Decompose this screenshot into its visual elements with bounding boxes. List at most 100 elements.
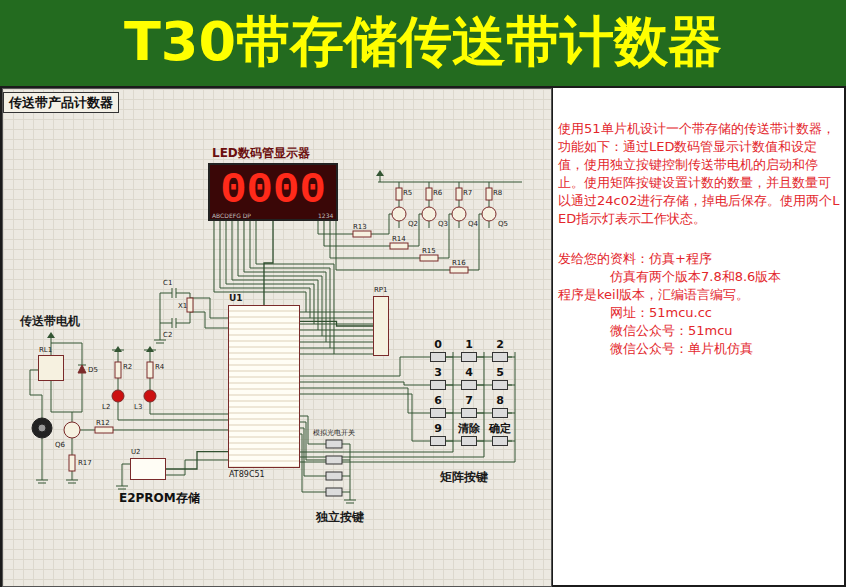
part-label: Q3 [438, 220, 448, 228]
schematic-part [399, 182, 489, 188]
diode-and-leds [78, 365, 156, 402]
schematic-part [378, 174, 522, 182]
schematic-part [426, 188, 432, 200]
part-label: Q2 [408, 220, 418, 228]
schematic-part [147, 362, 153, 378]
part-label: C2 [163, 331, 172, 339]
resistor-symbols [69, 188, 492, 471]
part-label: D5 [88, 366, 98, 374]
schematic-part [326, 488, 342, 496]
description-text: 微信公众号：51mcu [558, 322, 840, 340]
key-button [492, 436, 508, 446]
schematic-part [38, 424, 46, 432]
description-text: 网址：51mcu.cc [558, 304, 840, 322]
eeprom-chip: U2E2PROM存储 [130, 458, 166, 480]
matrix-key: 1 [456, 338, 482, 364]
part-label: Q4 [468, 220, 478, 228]
schematic-part [300, 357, 512, 376]
schematic-part [112, 350, 156, 390]
wire-connector [264, 221, 273, 305]
description-text: 使用51单片机设计一个带存储的传送带计数器，功能如下：通过LED数码管显示计数值… [558, 120, 840, 228]
chip-ref: U1 [229, 293, 243, 304]
part-label: R6 [433, 189, 442, 197]
panel-title: 传送带产品计数器 [9, 94, 113, 111]
key-label: 清除 [456, 422, 482, 435]
schematic-part [420, 255, 438, 261]
schematic-part [326, 472, 342, 480]
schematic-part [47, 332, 55, 338]
pin-label: ABCDEFG DP [212, 212, 251, 219]
part-label: C1 [163, 279, 172, 287]
schematic-part [112, 390, 124, 402]
part-label: R7 [463, 189, 472, 197]
schematic-part [300, 394, 512, 441]
key-button [461, 408, 477, 418]
matrix-key: 7 [456, 394, 482, 420]
wire-connector [166, 452, 228, 469]
part-label: X1 [178, 302, 187, 310]
pin-label: 1234 [318, 212, 333, 219]
schematic-part [399, 221, 489, 228]
part-label: Q6 [55, 441, 65, 449]
schematic-part [390, 243, 408, 249]
matrix-key: 3 [425, 366, 451, 392]
schematic-part [69, 455, 75, 471]
page-title: T30带存储传送带计数器 [0, 9, 846, 75]
key-button [492, 352, 508, 362]
description-text: 程序是keil版本，汇编语言编写。 [558, 286, 840, 304]
schematic-part [187, 298, 193, 312]
schematic-part [486, 188, 492, 200]
part-ref: RL1 [39, 346, 52, 354]
schematic-part [326, 456, 342, 464]
schematic-part [146, 346, 154, 352]
key-label: 2 [487, 338, 513, 351]
motor-symbol [32, 418, 52, 438]
schematic-part [399, 200, 489, 207]
schematic-part [78, 365, 86, 373]
schematic-part [452, 207, 466, 221]
schematic-part [144, 390, 156, 402]
schematic-part [482, 207, 496, 221]
schematic-part [300, 416, 326, 492]
matrix-key: 0 [425, 338, 451, 364]
schematic-part [326, 440, 342, 448]
schematic-part [300, 388, 512, 413]
resistor-pack: RP1 [373, 296, 389, 356]
key-label: 1 [456, 338, 482, 351]
schematic-part [95, 427, 113, 433]
key-label: 9 [425, 422, 451, 435]
matrix-key: 9 [425, 422, 451, 448]
part-label: L3 [134, 403, 142, 411]
chip-type: AT89C51 [229, 470, 265, 480]
key-label: 8 [487, 394, 513, 407]
schematic-part [396, 188, 402, 200]
key-button [430, 436, 446, 446]
part-label: R16 [452, 259, 466, 267]
description-text: 发给您的资料：仿真+程序 [558, 250, 840, 268]
schematic-part [392, 207, 406, 221]
part-label: Q5 [498, 220, 508, 228]
key-label: 5 [487, 366, 513, 379]
schematic-part [446, 357, 515, 441]
key-label: 0 [425, 338, 451, 351]
mcu-chip: U1AT89C51 [228, 305, 300, 468]
matrix-key: 2 [487, 338, 513, 364]
section-label: 矩阵按键 [440, 470, 488, 484]
display-label: LED数码管显示器 [212, 145, 310, 161]
key-button [492, 408, 508, 418]
part-label: R13 [353, 223, 367, 231]
schematic-part [172, 288, 176, 328]
part-label: L2 [102, 403, 110, 411]
section-label: 传送带电机 [20, 314, 80, 328]
part-label: R2 [123, 363, 132, 371]
chip-ref: U2 [131, 448, 141, 456]
part-label: R8 [493, 189, 502, 197]
schematic-part [64, 422, 80, 438]
matrix-key: 确定 [487, 422, 513, 448]
description-block: 使用51单片机设计一个带存储的传送带计数器，功能如下：通过LED数码管显示计数值… [558, 120, 840, 358]
schematic-part [220, 221, 373, 318]
schematic-part [115, 362, 121, 378]
schematic-part [66, 430, 228, 483]
schematic-part [32, 418, 52, 438]
